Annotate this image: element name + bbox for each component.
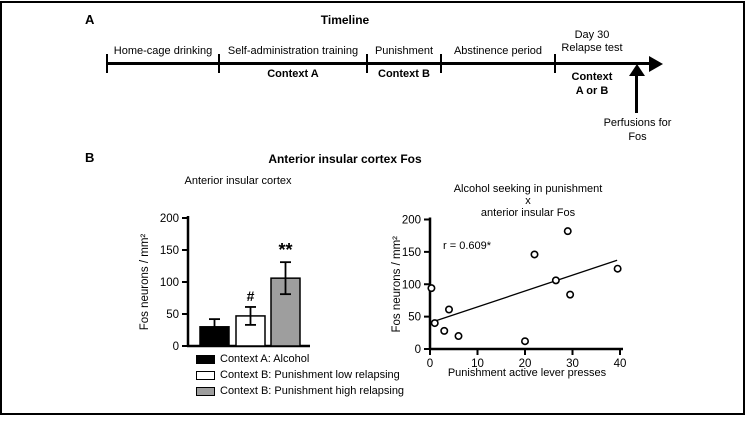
svg-text:0: 0: [415, 344, 421, 356]
panel-b-title: Anterior insular cortex Fos: [268, 152, 422, 166]
context-a-or-b-label: Context A or B: [549, 70, 635, 98]
scatter-y-axis-label: Fos neurons / mm²: [391, 236, 403, 333]
panel-a-label: A: [85, 12, 95, 27]
significance-marker: #: [247, 288, 255, 304]
panel-b-label: B: [85, 150, 95, 165]
legend-label: Context A: Alcohol: [220, 353, 310, 365]
timeline-tick: [554, 54, 556, 73]
bar-series-1: #: [235, 288, 266, 347]
legend-label: Context B: Punishment low relapsing: [220, 369, 400, 381]
svg-text:200: 200: [160, 213, 179, 225]
context-b-label: Context B: [378, 68, 430, 80]
timeline-tick: [218, 54, 220, 73]
svg-text:30: 30: [566, 358, 579, 370]
svg-text:40: 40: [614, 358, 627, 370]
data-point: [551, 276, 560, 285]
bar-y-axis-label: Fos neurons / mm²: [139, 234, 151, 331]
data-point: [521, 337, 530, 346]
timeline-title: Timeline: [320, 13, 370, 27]
scatter-points: [427, 227, 622, 346]
timeline-arrowhead-icon: [649, 56, 663, 72]
perfusions-label: Perfusions for Fos: [575, 117, 700, 144]
regression-line: [434, 259, 618, 322]
perfusions-line1: Perfusions for: [603, 117, 672, 129]
bar-series-0: [199, 318, 230, 347]
timeline-tick: [366, 54, 368, 73]
relapse-test-line2: Relapse test: [561, 42, 623, 54]
timeline-tick: [106, 54, 108, 73]
context-a-or-b-line1: Context: [571, 71, 613, 83]
svg-text:50: 50: [408, 312, 421, 324]
svg-text:150: 150: [402, 247, 421, 259]
significance-marker: **: [278, 240, 292, 260]
data-point: [566, 290, 575, 299]
data-point: [440, 326, 449, 335]
data-point: [613, 264, 622, 273]
legend-item: Context B: Punishment high relapsing: [196, 383, 404, 399]
segment-label-abstinence: Abstinence period: [453, 45, 543, 57]
perfusion-arrowhead-icon: [629, 64, 645, 76]
svg-text:0: 0: [427, 358, 433, 370]
scatter-plot-svg: 0 50 100 150 200 0 10 20 30 40 Fos neurons / mm²: [391, 215, 627, 371]
svg-text:200: 200: [402, 215, 421, 227]
svg-text:100: 100: [402, 279, 421, 291]
legend-item: Context A: Alcohol: [196, 351, 404, 367]
scatter-title-line2: x: [525, 195, 531, 207]
svg-text:10: 10: [471, 358, 484, 370]
timeline-tick: [440, 54, 442, 73]
scatter-axes: 0 50 100 150 200 0 10 20 30 40: [402, 215, 627, 371]
data-point: [430, 319, 439, 328]
scatter-title-line1: Alcohol seeking in punishment: [453, 183, 603, 195]
segment-label-home-cage: Home-cage drinking: [113, 45, 213, 57]
bar-chart-title: Anterior insular cortex: [184, 175, 292, 187]
data-point: [530, 250, 539, 259]
bar-series-2: **: [270, 240, 301, 347]
perfusion-arrow-shaft: [635, 75, 638, 113]
context-a-or-b-line2: A or B: [575, 85, 609, 97]
scatter-x-axis-label: Punishment active lever presses: [447, 367, 607, 379]
legend-swatch: [196, 386, 215, 396]
svg-text:100: 100: [160, 277, 179, 289]
svg-text:0: 0: [173, 341, 179, 353]
timeline-axis: [107, 62, 650, 65]
data-point: [454, 332, 463, 341]
data-point: [444, 305, 453, 314]
data-point: [563, 227, 572, 236]
data-point: [427, 284, 436, 293]
legend-swatch: [196, 370, 215, 380]
scatter-title-line3: anterior insular Fos: [480, 207, 576, 219]
perfusions-line2: Fos: [628, 130, 647, 143]
svg-text:50: 50: [166, 309, 179, 321]
segment-label-relapse-test: Day 30 Relapse test: [545, 29, 639, 55]
correlation-annotation: r = 0.609*: [443, 240, 492, 252]
segment-label-self-administration: Self-administration training: [227, 45, 359, 57]
legend-item: Context B: Punishment low relapsing: [196, 367, 404, 383]
figure-border: [0, 1, 745, 415]
context-a-label: Context A: [267, 68, 319, 80]
svg-text:20: 20: [519, 358, 532, 370]
segment-label-punishment: Punishment: [374, 45, 434, 57]
legend-label: Context B: Punishment high relapsing: [220, 385, 405, 397]
relapse-test-line1: Day 30: [574, 29, 610, 41]
scatter-plot-title: Alcohol seeking in punishment x anterior…: [438, 183, 618, 219]
legend-swatch: [196, 354, 215, 364]
svg-text:150: 150: [160, 245, 179, 257]
